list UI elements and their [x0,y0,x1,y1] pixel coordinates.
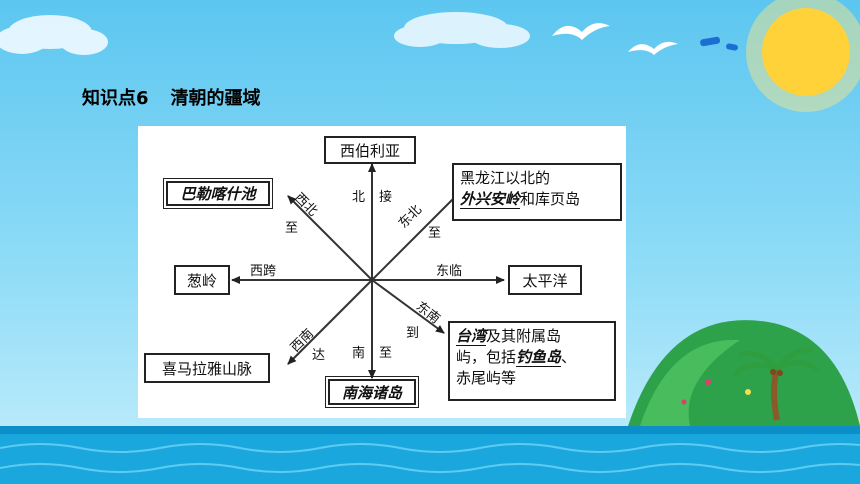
sea [0,426,860,484]
northeast-line1: 黑龙江以北的 [460,169,551,187]
southeast-line2: 屿，包括钓鱼岛、 [456,348,577,367]
southeast-line1: 台湾及其附属岛 [456,327,562,346]
box-northwest: 巴勒喀什池 [163,178,273,209]
label-east: 东临 [436,264,463,279]
seagull-icon [552,23,678,55]
box-northeast: 黑龙江以北的 外兴安岭和库页岛 [452,163,622,221]
direction-arrows [231,163,505,379]
arrow-northeast [371,191,461,281]
northeast-line2: 外兴安岭和库页岛 [460,190,581,209]
cloud-icon [0,15,108,55]
arrow-southwest [287,279,373,365]
territory-diagram: 西伯利亚 巴勒喀什池 葱岭 喜马拉雅山脉 南海诸岛 太平洋 黑龙江以北的 外兴安… [138,126,626,418]
label-north-a: 北 [352,190,366,205]
label-west: 西跨 [250,264,277,279]
northeast-highlight: 外兴安岭 [460,190,521,209]
box-southeast: 台湾及其附属岛 屿，包括钓鱼岛、 赤尾屿等 [448,321,616,401]
label-northeast-b: 至 [428,226,442,241]
arrow-northwest [287,195,373,281]
island-icon [628,320,860,436]
southeast-line3: 赤尾屿等 [456,369,517,387]
cloud-icon [394,12,530,48]
label-south-a: 南 [352,346,366,361]
box-southwest: 喜马拉雅山脉 [144,353,270,383]
label-south-b: 至 [379,346,393,361]
title-text: 清朝的疆域 [170,88,261,109]
arrow-southeast [371,279,445,334]
box-east: 太平洋 [508,265,582,295]
box-north: 西伯利亚 [324,136,416,164]
box-west: 葱岭 [174,265,230,295]
label-southwest-b: 达 [312,348,326,363]
box-south: 南海诸岛 [325,376,419,408]
label-northwest-b: 至 [285,221,299,236]
kite-tail-icon [700,36,738,51]
sun-icon [746,0,860,112]
label-north-b: 接 [379,190,393,205]
title-point: 知识点6 [82,88,149,109]
slide-title: 知识点6 清朝的疆域 [82,84,261,110]
label-southeast-b: 到 [406,326,420,341]
